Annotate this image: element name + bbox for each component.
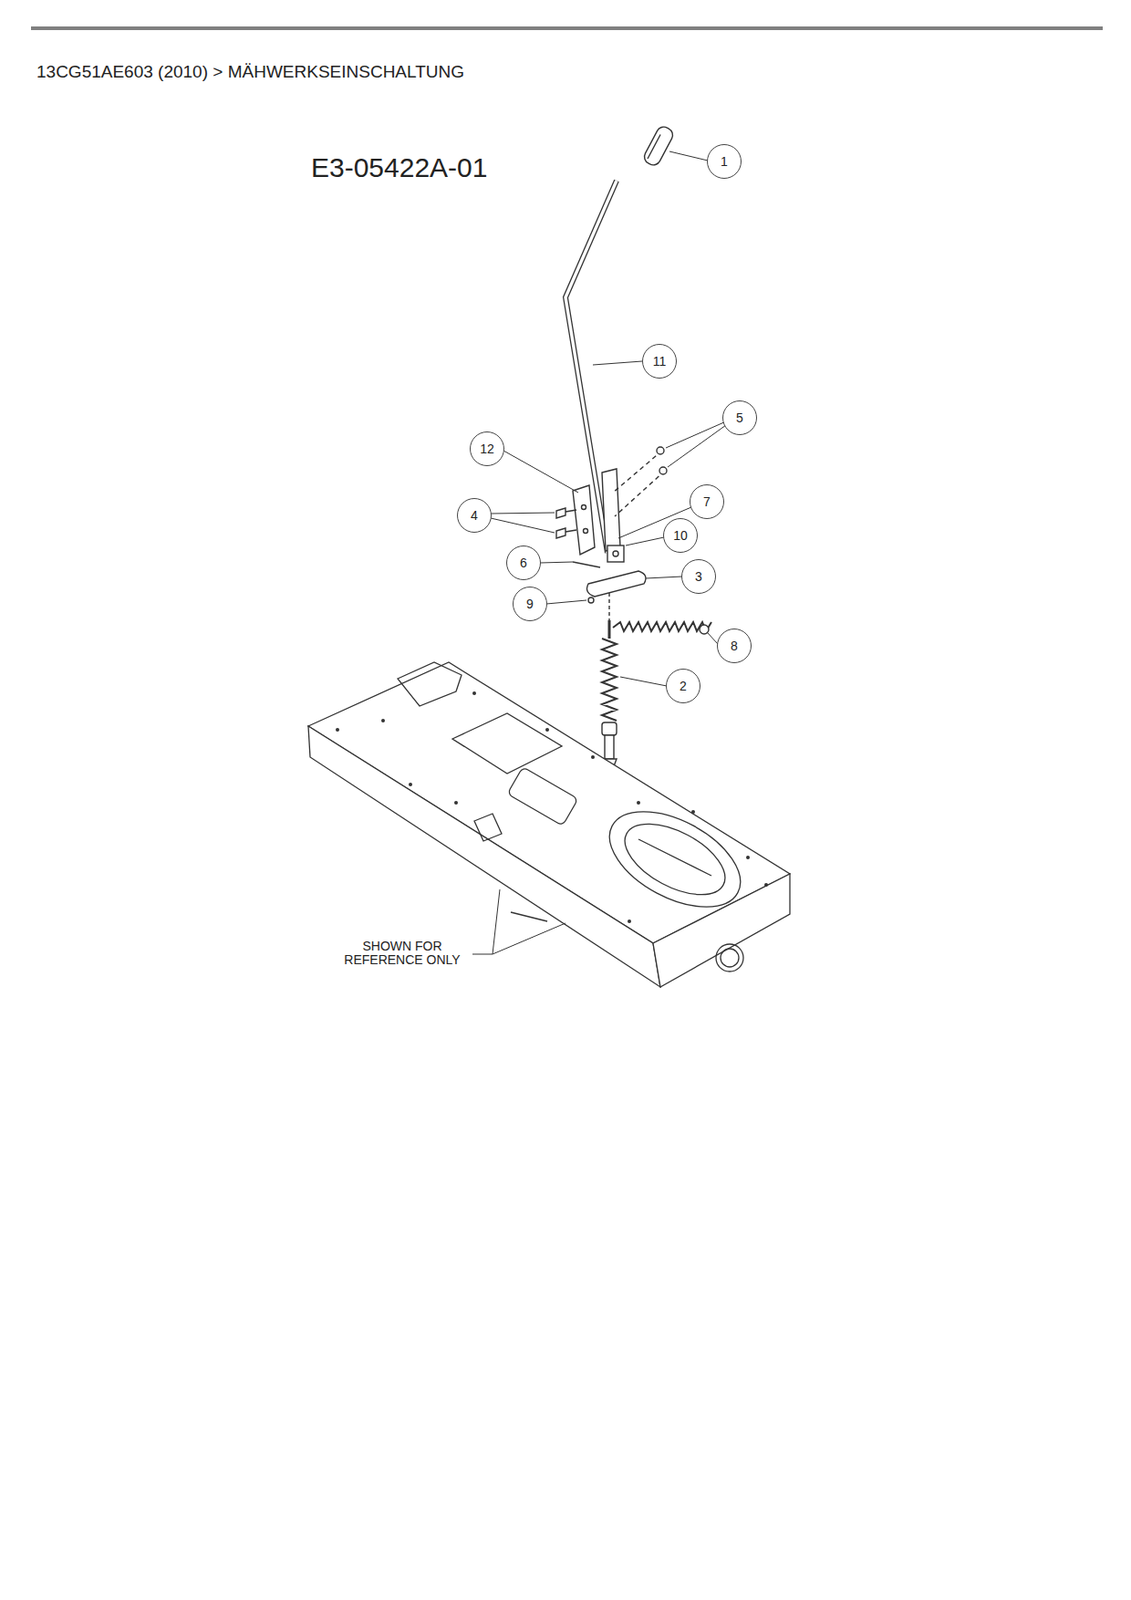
frame-reference xyxy=(308,662,790,987)
callout-circle: 12 xyxy=(469,431,505,467)
callout-number: 3 xyxy=(695,570,703,583)
frame-holes xyxy=(335,691,768,924)
callout-number: 1 xyxy=(720,155,728,168)
callout-circle: 3 xyxy=(681,559,716,594)
callout-number: 8 xyxy=(730,639,738,653)
drawing-number: E3-05422A-01 xyxy=(311,153,585,183)
callout-circle: 11 xyxy=(642,343,677,379)
callout-number: 10 xyxy=(673,529,688,542)
callout-number: 4 xyxy=(470,508,478,522)
callout-number: 5 xyxy=(736,411,744,425)
callout-number: 2 xyxy=(679,679,687,693)
header-rule xyxy=(31,26,1103,31)
lever-assembly xyxy=(556,124,712,767)
callout-circle: 1 xyxy=(706,144,742,179)
callout-circle: 10 xyxy=(663,518,698,553)
callout-circle: 9 xyxy=(512,586,548,622)
reference-note: SHOWN FOR REFERENCE ONLY xyxy=(333,939,471,966)
page-title: 13CG51AE603 (2010) > MÄHWERKSEINSCHALTUN… xyxy=(36,62,465,83)
callout-number: 9 xyxy=(526,597,534,611)
callout-circle: 7 xyxy=(689,484,725,519)
callout-circle: 8 xyxy=(716,628,752,664)
callout-circle: 5 xyxy=(722,400,758,436)
callout-circle: 6 xyxy=(506,545,541,581)
callout-number: 12 xyxy=(479,442,495,456)
callout-circle: 4 xyxy=(456,498,492,533)
leader-lines xyxy=(472,151,727,955)
callout-number: 7 xyxy=(703,495,711,509)
callout-number: 11 xyxy=(653,354,667,368)
callout-number: 6 xyxy=(519,556,528,570)
callout-circle: 2 xyxy=(665,668,701,704)
